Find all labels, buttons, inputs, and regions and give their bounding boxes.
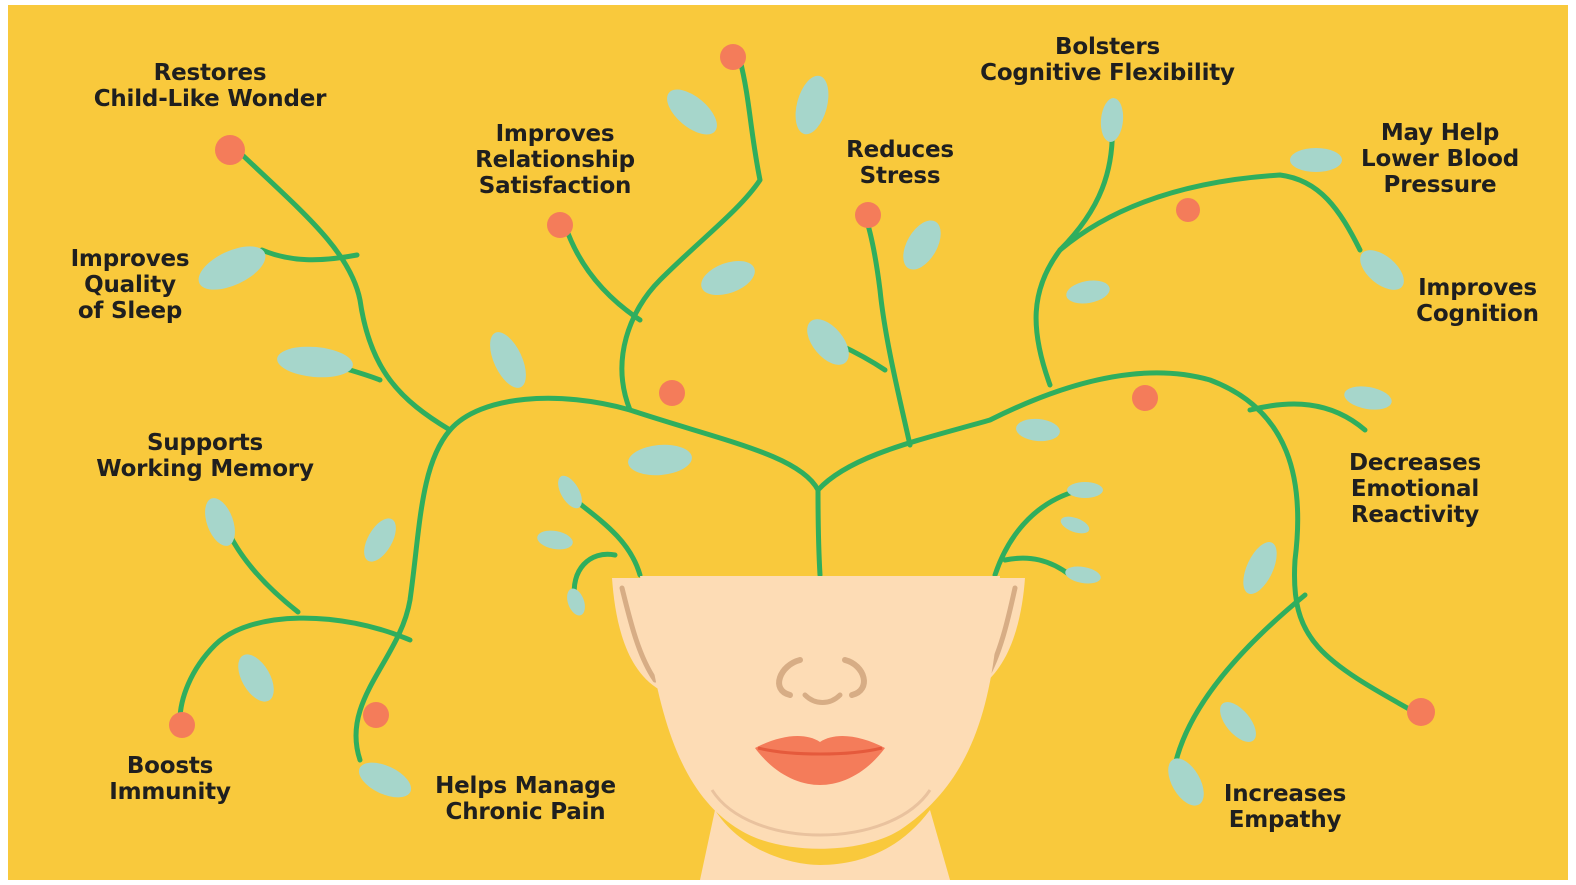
bottom-margin [0, 880, 1576, 885]
flower [1176, 198, 1200, 222]
flower [1132, 385, 1158, 411]
flower [547, 212, 573, 238]
flower [363, 702, 389, 728]
flower [659, 380, 685, 406]
label-quality-sleep: Improves Quality of Sleep [55, 246, 205, 324]
label-boosts-immunity: Boosts Immunity [95, 753, 245, 805]
leaf [1290, 148, 1342, 172]
flower [169, 712, 195, 738]
label-reduces-stress: Reduces Stress [830, 137, 970, 189]
flower [1407, 698, 1435, 726]
label-working-memory: Supports Working Memory [80, 430, 330, 482]
label-relationship: Improves Relationship Satisfaction [460, 121, 650, 199]
leaf [1067, 482, 1103, 498]
label-emotional-reactivity: Decreases Emotional Reactivity [1335, 450, 1495, 528]
vine-trunk [818, 490, 820, 575]
label-blood-pressure: May Help Lower Blood Pressure [1350, 120, 1530, 198]
flower [720, 44, 746, 70]
label-improves-cognition: Improves Cognition [1400, 275, 1555, 327]
flower [215, 135, 245, 165]
flower [855, 202, 881, 228]
label-chronic-pain: Helps Manage Chronic Pain [418, 773, 633, 825]
label-increases-empathy: Increases Empathy [1210, 781, 1360, 833]
label-restores-wonder: Restores Child-Like Wonder [80, 60, 340, 112]
label-cognitive-flexibility: Bolsters Cognitive Flexibility [965, 34, 1250, 86]
